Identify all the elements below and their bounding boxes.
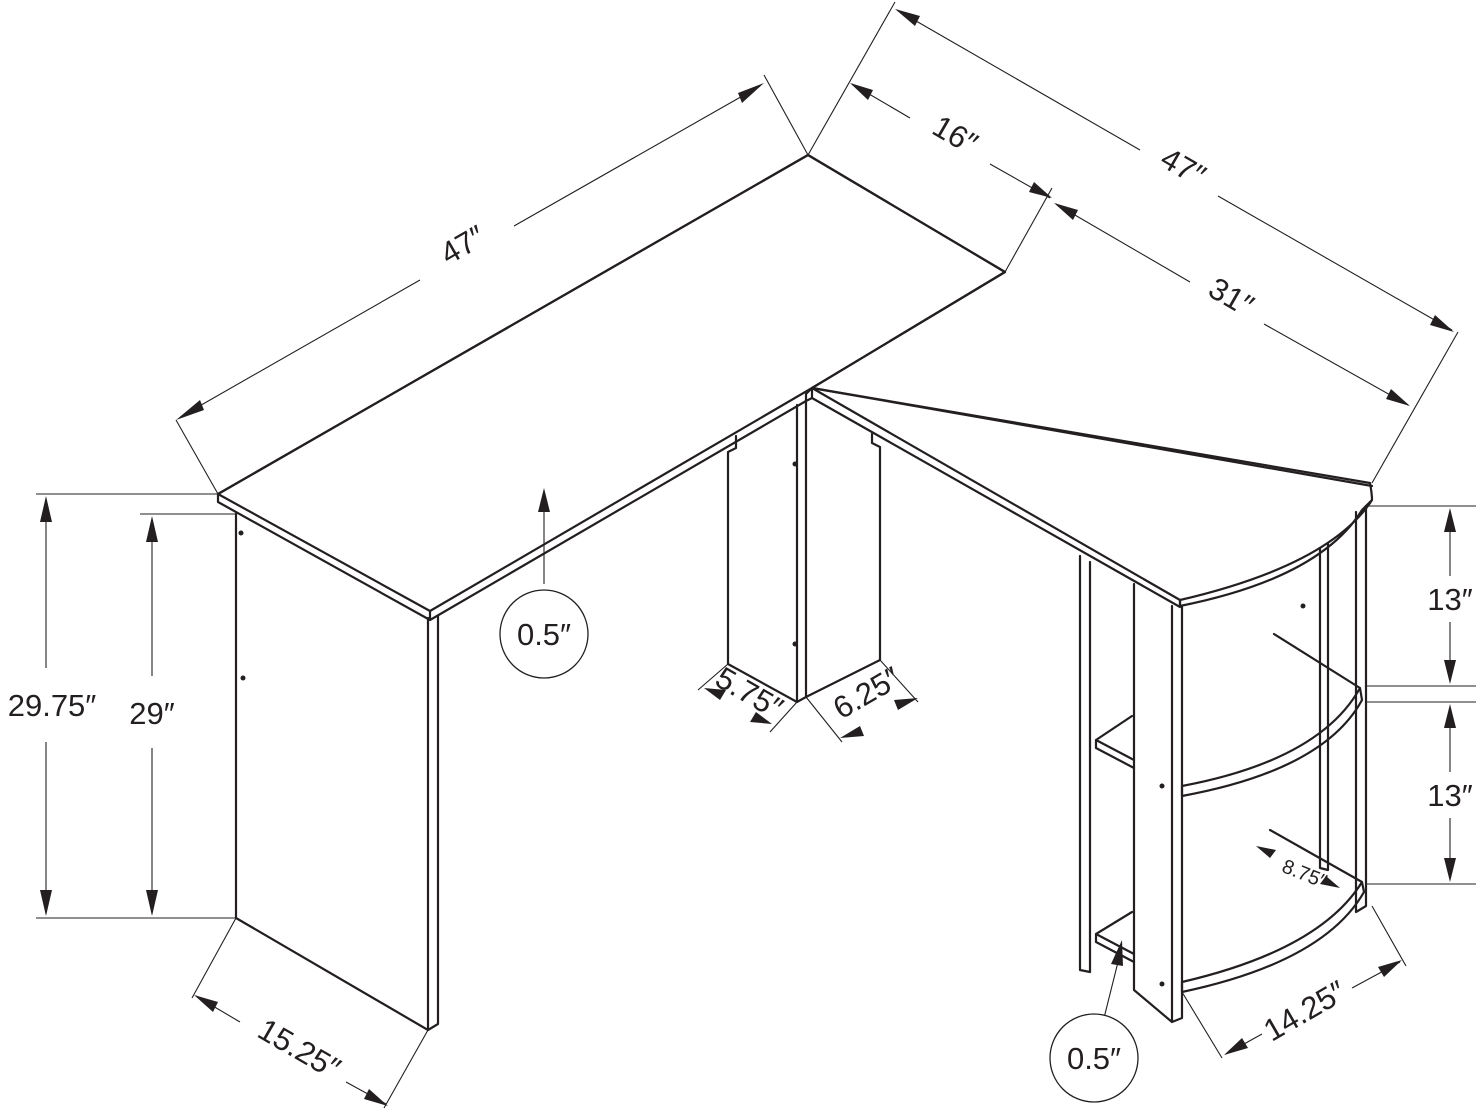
label-left-top-length: 47″ <box>434 218 491 271</box>
label-center-right-width: 6.25″ <box>827 660 906 726</box>
arrowhead <box>1224 960 1402 1055</box>
tabletop-front-left <box>216 386 814 613</box>
dimension-labels: 47″ 47″ 16″ 31″ 29.75″ 29″ 15.25″ 0.5″ 5… <box>8 108 1473 1086</box>
label-shelf-spacing-bottom: 13″ <box>1427 778 1472 813</box>
extension-line <box>191 917 429 1109</box>
callout-circle-shelf-thickness <box>1049 1013 1139 1103</box>
extension-line <box>807 1 1459 484</box>
dimension-lines <box>36 1 1476 1109</box>
arrowhead <box>194 995 388 1106</box>
center-panel-right <box>804 432 882 699</box>
dim-line-47-left <box>181 85 761 417</box>
callout-circle-top-thickness <box>499 589 589 679</box>
shelf-unit-hole <box>1159 981 1165 987</box>
left-leg-panel <box>234 512 440 1032</box>
tabletop-front-right <box>810 386 1182 609</box>
label-center-left-width: 5.75″ <box>710 660 789 726</box>
shelf-unit-back-panel <box>1078 554 1092 974</box>
label-top-thickness: 0.5″ <box>517 617 571 652</box>
label-right-section-31: 31″ <box>1203 270 1260 323</box>
bottom-shelf <box>1094 828 1366 994</box>
label-shelf-thickness: 0.5″ <box>1067 1041 1121 1076</box>
label-left-leg-depth: 15.25″ <box>252 1012 346 1087</box>
label-right-depth-16: 16″ <box>927 108 984 161</box>
desk-drawing <box>216 153 1374 1032</box>
label-shelf-depth: 8.75″ <box>1279 856 1330 894</box>
extension-line <box>805 659 919 743</box>
center-panel-left <box>726 399 808 704</box>
label-shelf-unit-width: 14.25″ <box>1258 974 1352 1049</box>
label-shelf-spacing-top: 13″ <box>1427 582 1472 617</box>
extension-line <box>1366 701 1476 885</box>
label-total-height: 29.75″ <box>8 688 97 723</box>
dim-line-31 <box>1055 203 1409 406</box>
tabletop-front-left-thickness <box>216 399 808 622</box>
center-panel-hole <box>792 641 798 647</box>
label-right-top-length: 47″ <box>1155 140 1212 193</box>
tabletop-corner-edge <box>804 386 814 403</box>
extension-line <box>1004 187 1053 273</box>
extension-line <box>175 74 809 495</box>
shelf-unit-front-post <box>1354 504 1368 914</box>
extension-line <box>1181 905 1407 1059</box>
arrowhead <box>840 698 918 738</box>
dim-line-47-right <box>896 9 1453 331</box>
arrowhead <box>538 488 550 512</box>
left-leg-hole <box>240 675 246 681</box>
arrowhead <box>850 83 1052 198</box>
extension-line <box>1366 505 1476 687</box>
arrowhead <box>1256 846 1340 888</box>
extension-line <box>697 663 798 733</box>
shelf-unit-hole <box>1159 783 1165 789</box>
center-panel-hole <box>792 461 798 467</box>
dim-line-0-5-shelf <box>1103 961 1119 1019</box>
extension-line <box>36 493 236 919</box>
shelf-unit-rear-post <box>1318 542 1330 872</box>
left-leg-hole <box>238 530 244 536</box>
arrowhead <box>1111 940 1123 966</box>
tabletop-outline <box>216 153 1374 608</box>
shelf-unit-side-panel <box>1132 582 1184 1024</box>
middle-shelf <box>1094 632 1364 798</box>
arrowhead <box>704 688 772 724</box>
tabletop-top-face <box>216 153 1374 496</box>
label-leg-height: 29″ <box>129 696 174 731</box>
shelf-unit-hole <box>1300 603 1306 609</box>
